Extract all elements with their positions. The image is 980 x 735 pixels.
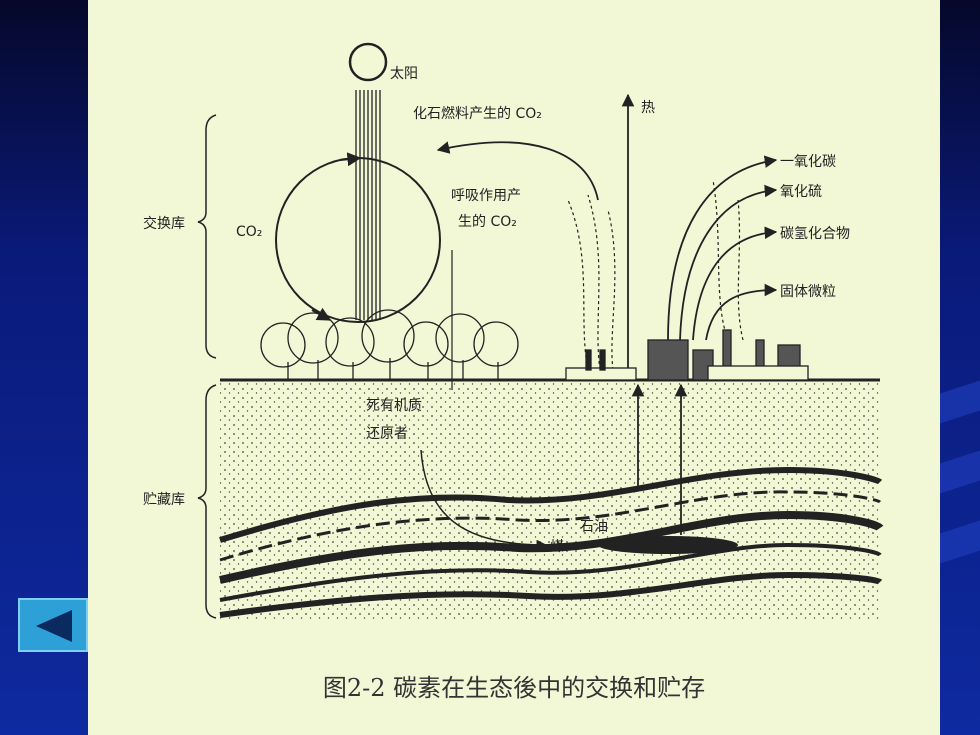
oil-deposit (598, 536, 738, 554)
co2-cycle-circle (275, 157, 441, 323)
cycle-arrow-top (339, 152, 362, 167)
label-respiration-2: 生的 CO₂ (458, 214, 517, 230)
slide-panel: 太阳 CO₂ 化石燃料产生的 CO₂ 呼吸作用产 生的 CO₂ 热 交换库 贮藏… (88, 0, 940, 735)
exchange-pool-brace (197, 114, 217, 359)
cycle-arrow-bottom (311, 307, 332, 321)
factory (565, 329, 809, 381)
sun-rays (355, 90, 381, 320)
storage-pool-brace (197, 384, 217, 619)
carbon-cycle-diagram: 太阳 CO₂ 化石燃料产生的 CO₂ 呼吸作用产 生的 CO₂ 热 交换库 贮藏… (143, 42, 884, 620)
label-heat: 热 (641, 100, 655, 116)
label-particulates: 固体微粒 (780, 284, 836, 300)
label-respiration-1: 呼吸作用产 (451, 188, 521, 204)
label-co2: CO₂ (236, 224, 262, 240)
prev-slide-button[interactable] (18, 598, 88, 652)
label-sulfur-oxide: 氧化硫 (780, 184, 822, 200)
label-dead-matter: 死有机质 (366, 398, 422, 414)
sun-icon (348, 42, 388, 82)
label-sun: 太阳 (390, 66, 418, 82)
label-carbon-monoxide: 一氧化碳 (780, 154, 836, 170)
trees (260, 309, 519, 380)
figure-caption: 图2-2 碳素在生态後中的交换和贮存 (322, 674, 706, 702)
label-decomposer: 还原者 (366, 426, 408, 442)
rock-strata (219, 466, 884, 618)
label-hydrocarbons: 碳氢化合物 (780, 226, 850, 242)
label-coal: 煤 (550, 539, 564, 555)
emission-arrows (667, 155, 778, 341)
triangle-left-icon (36, 610, 72, 642)
label-exchange-pool: 交换库 (143, 215, 185, 232)
label-fossil-co2: 化石燃料产生的 CO₂ (413, 105, 542, 122)
fossil-co2-arrow (436, 141, 599, 201)
label-oil: 石油 (580, 519, 608, 535)
label-storage-pool: 贮藏库 (143, 492, 185, 508)
decomposition-arrow (420, 449, 548, 551)
